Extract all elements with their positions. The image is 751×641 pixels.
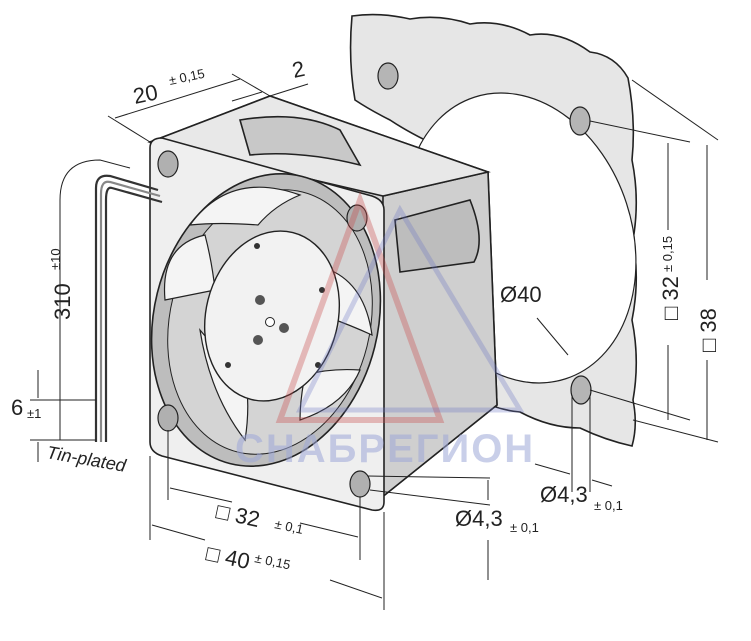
- frame-hole-tl: [157, 150, 179, 178]
- front-hole-diameter-label: Ø4,3: [455, 506, 503, 531]
- gasket-hole-tl: [377, 62, 399, 90]
- gasket-hole-tr: [569, 106, 591, 136]
- fan-front-frame: [149, 137, 385, 512]
- frame-hole-bl: [157, 404, 179, 432]
- lead-length-label: 310: [50, 283, 75, 320]
- front-hole-spacing-label: □ 32: [214, 498, 262, 532]
- front-hole-diameter-tolerance: ± 0,1: [510, 520, 539, 535]
- front-hole-spacing-tolerance: ± 0,1: [273, 516, 304, 537]
- dimension-lines: [30, 73, 719, 610]
- gasket-hole-diameter-label: Ø4,3: [540, 482, 588, 507]
- frame-hole-br: [349, 470, 371, 498]
- fan-blades: [163, 186, 373, 442]
- step-label: 2: [290, 56, 307, 83]
- watermark-text: СНАБРЕГИОН: [235, 427, 535, 471]
- gasket-hole-br: [570, 375, 592, 405]
- gasket-hole-spacing-label: □ 32: [658, 276, 683, 320]
- gasket-hole-spacing-tolerance: ± 0,15: [660, 236, 675, 272]
- frame-size-tolerance: ± 0,15: [253, 550, 291, 572]
- depth-tolerance: ± 0,15: [168, 66, 206, 88]
- depth-label: 20: [131, 79, 160, 109]
- gasket-hole-diameter-tolerance: ± 0,1: [594, 498, 623, 513]
- fan-hub: [203, 230, 341, 402]
- lead-length-tolerance: ±10: [48, 248, 63, 270]
- tin-plated-label: Tin-plated: [45, 442, 128, 476]
- lead-wires: [94, 174, 163, 442]
- frame-size-label: □ 40: [204, 540, 252, 574]
- opening-diameter-label: Ø40: [500, 282, 542, 307]
- strip-length-label: 6: [11, 395, 23, 420]
- frame-hole-tr: [346, 204, 368, 232]
- strip-length-tolerance: ±1: [27, 406, 41, 421]
- watermark: СНАБРЕГИОН: [235, 191, 535, 471]
- gasket-size-label: □ 38: [696, 308, 721, 352]
